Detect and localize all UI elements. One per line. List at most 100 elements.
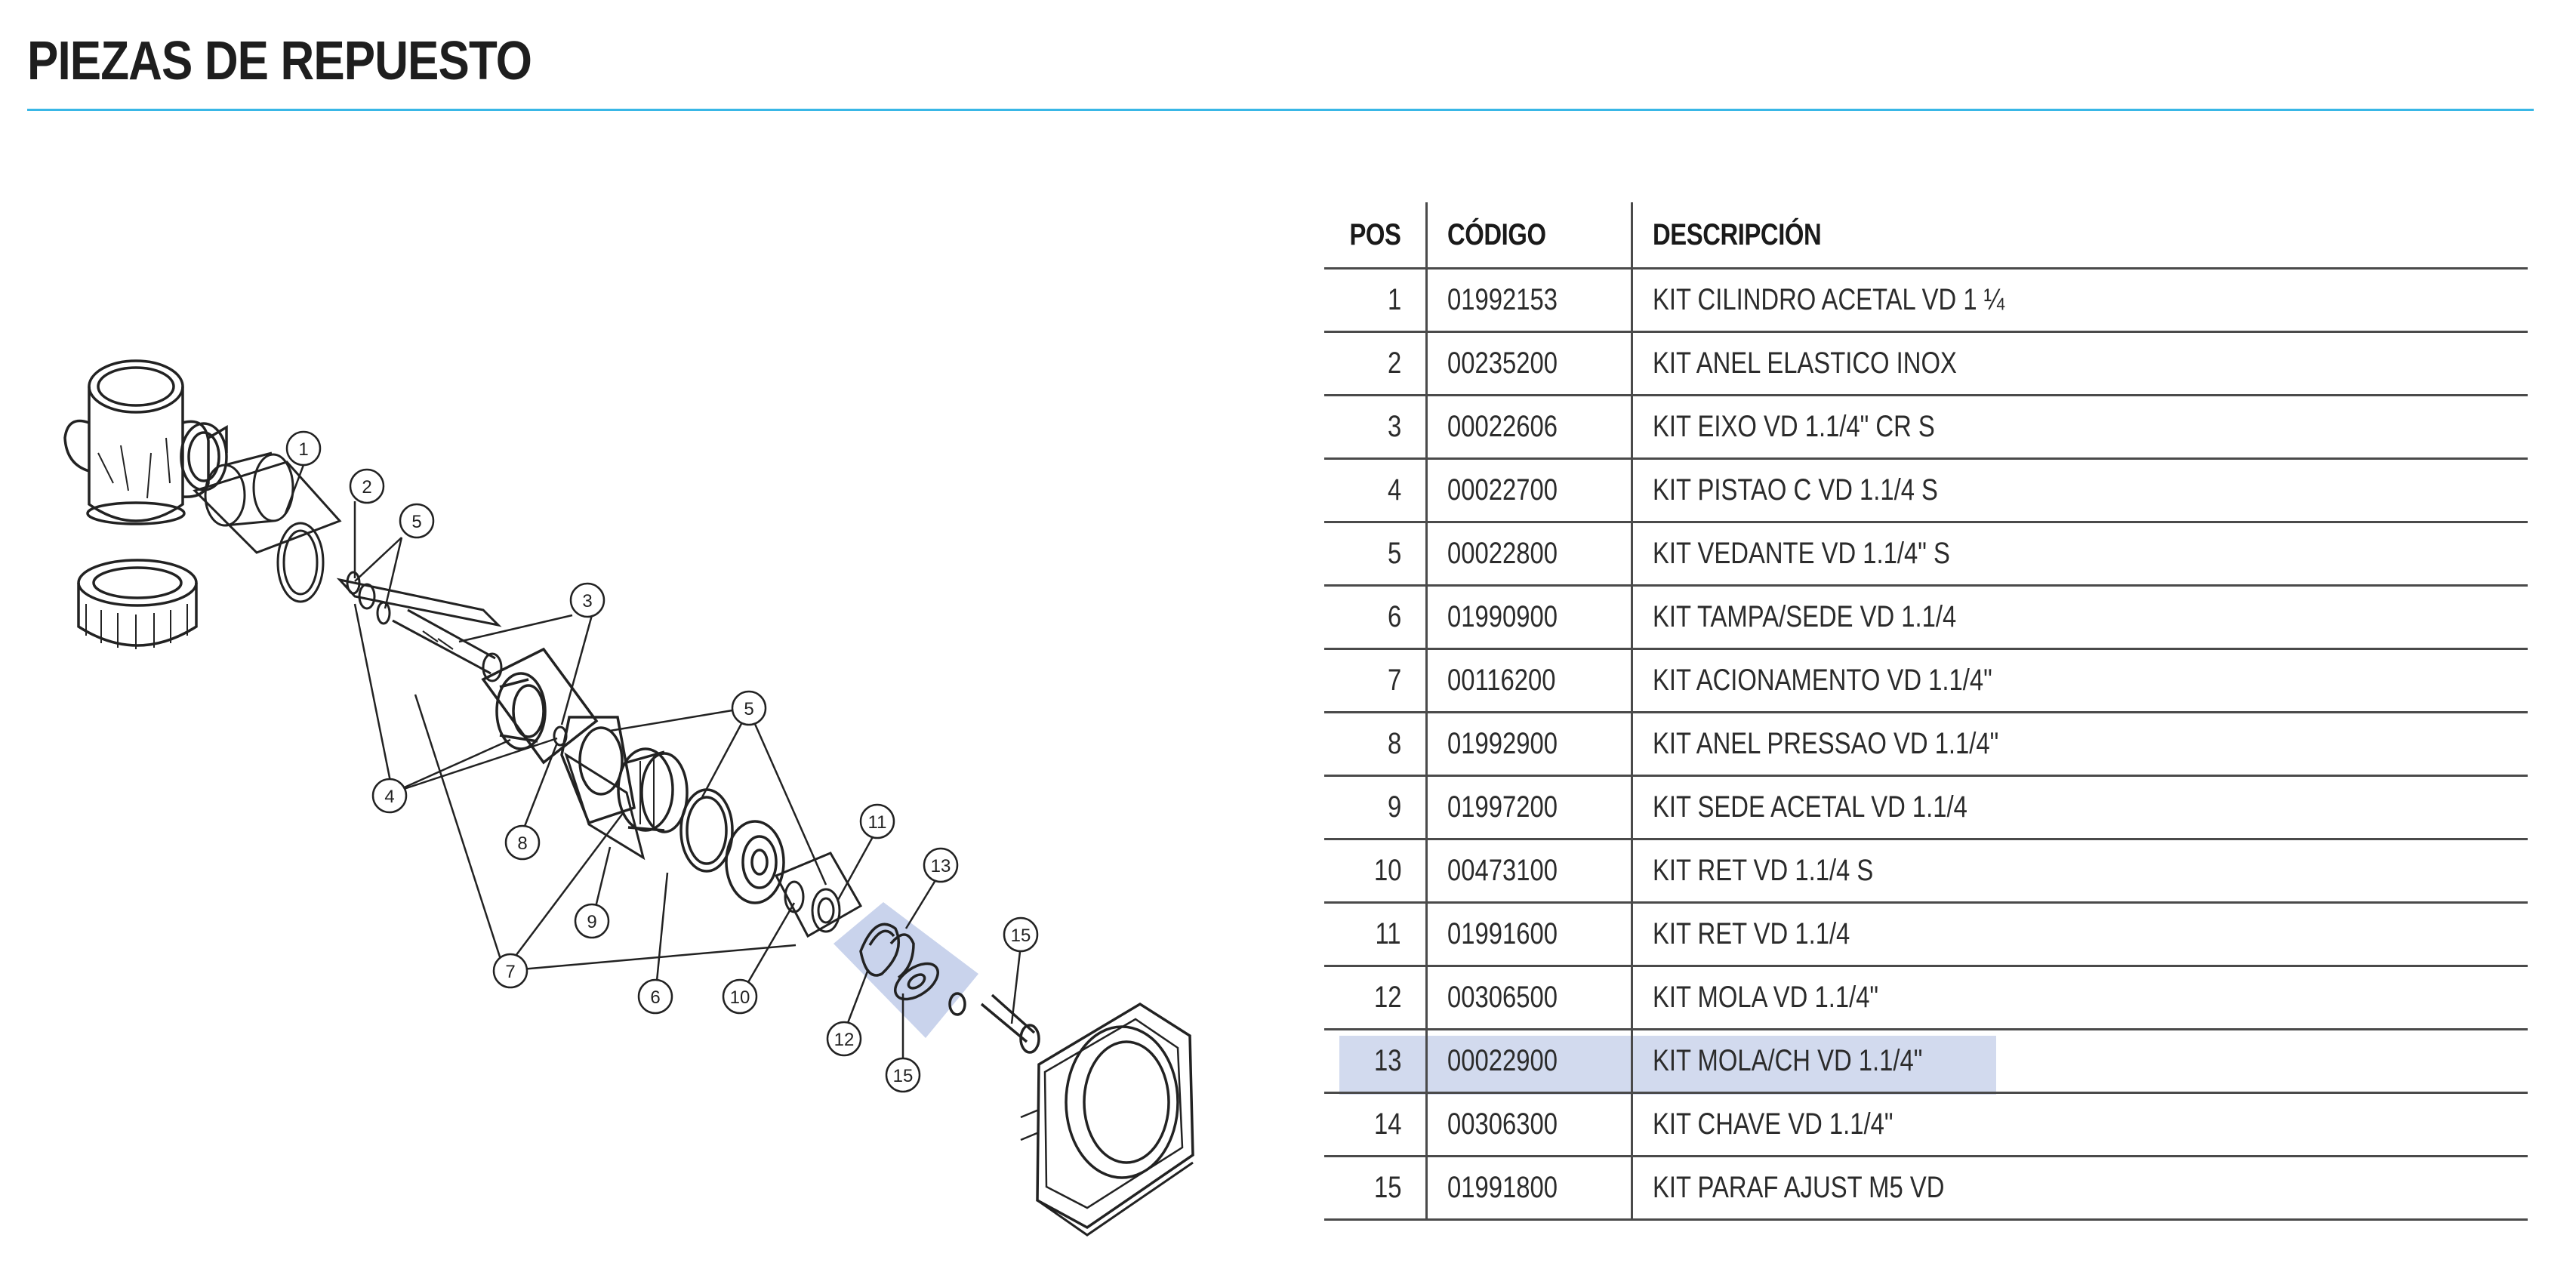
part-5-seals [560,716,734,873]
cell-description: KIT SEDE ACETAL VD 1.1/4 [1632,775,2528,840]
cell-description: KIT CHAVE VD 1.1/4" [1632,1092,2528,1157]
callout-2: 2 [362,477,371,497]
cell-code: 00116200 [1426,648,1633,713]
cell-pos: 5 [1324,522,1428,587]
callout-circles [285,430,1039,1093]
cell-code: 00022700 [1426,458,1633,523]
cell-code: 01991800 [1426,1156,1633,1221]
cell-description: KIT PARAF AJUST M5 VD [1632,1156,2528,1221]
callout-13: 13 [931,856,951,876]
cell-pos: 10 [1324,839,1428,904]
cell-pos: 7 [1324,648,1428,713]
cell-code: 00306300 [1426,1092,1633,1157]
part-6-9-bracket [564,752,646,861]
cell-description: KIT MOLA/CH VD 1.1/4" [1632,1029,2528,1094]
callout-8: 8 [517,833,527,854]
cell-pos: 15 [1324,1156,1428,1221]
cell-pos: 1 [1324,268,1428,333]
cell-pos: 13 [1324,1029,1428,1094]
cell-code: 01992900 [1426,712,1633,777]
callout-15-lower: 15 [893,1066,914,1086]
cell-description: KIT EIXO VD 1.1/4" CR S [1632,395,2528,460]
cell-pos: 8 [1324,712,1428,777]
cell-pos: 11 [1324,902,1428,967]
cell-code: 00306500 [1426,966,1633,1030]
callout-5-lower: 5 [744,699,753,719]
cell-code: 00022606 [1426,395,1633,460]
cell-pos: 12 [1324,966,1428,1030]
callout-1: 1 [298,439,308,460]
cell-description: KIT ANEL PRESSAO VD 1.1/4" [1632,712,2528,777]
cell-code: 00235200 [1426,331,1633,396]
column-header-code: CÓDIGO [1426,202,1633,270]
cell-code: 00022900 [1426,1029,1633,1094]
part-15-screw [948,992,1040,1054]
cell-description: KIT TAMPA/SEDE VD 1.1/4 [1632,585,2528,650]
cell-description: KIT ANEL ELASTICO INOX [1632,331,2528,396]
callout-5-upper: 5 [411,512,421,532]
part-2-5-rings [346,571,391,625]
column-header-pos: POS [1324,202,1428,270]
cell-description: KIT CILINDRO ACETAL VD 1 ¼ [1632,268,2528,333]
title-divider [27,109,2534,111]
part-12-13-spring-key [859,923,939,1001]
part-4-piston [481,647,599,765]
valve-body [63,359,228,525]
cell-code: 01990900 [1426,585,1633,650]
callout-10: 10 [730,987,750,1008]
callout-12: 12 [834,1030,855,1050]
part-3-shaft [336,578,503,682]
callout-labels: 1 2 5 3 5 4 8 9 6 7 10 11 13 12 15 15 [298,439,1031,1086]
cell-pos: 4 [1324,458,1428,523]
cell-pos: 14 [1324,1092,1428,1157]
callout-7: 7 [505,962,515,982]
cell-description: KIT ACIONAMENTO VD 1.1/4" [1632,648,2528,713]
cell-code: 01991600 [1426,902,1633,967]
callout-15-upper: 15 [1011,926,1031,946]
part-9-seat [725,820,785,904]
cell-description: KIT RET VD 1.1/4 [1632,902,2528,967]
column-header-description: DESCRIPCIÓN [1632,202,2528,270]
part-10-11-retainer [774,852,863,938]
callout-3: 3 [582,591,592,611]
callout-6: 6 [650,987,660,1008]
cell-pos: 3 [1324,395,1428,460]
cell-description: KIT MOLA VD 1.1/4" [1632,966,2528,1030]
part-1-cylinder [193,451,342,603]
cell-description: KIT VEDANTE VD 1.1/4" S [1632,522,2528,587]
callout-4: 4 [384,787,394,807]
exploded-view-diagram: 1 2 5 3 5 4 8 9 6 7 10 11 13 12 15 15 [63,359,1194,1237]
cell-description: KIT PISTAO C VD 1.1/4 S [1632,458,2528,523]
leader-lines [284,464,1022,1075]
cell-pos: 6 [1324,585,1428,650]
callout-11: 11 [868,812,887,833]
cell-description: KIT RET VD 1.1/4 S [1632,839,2528,904]
cell-code: 01992153 [1426,268,1633,333]
table-header-row: POS CÓDIGO DESCRIPCIÓN [1324,202,2528,270]
cell-pos: 9 [1324,775,1428,840]
cell-code: 00473100 [1426,839,1633,904]
cell-code: 00022800 [1426,522,1633,587]
callout-9: 9 [587,912,596,932]
cell-pos: 2 [1324,331,1428,396]
union-nut [77,559,198,649]
page-title: PIEZAS DE REPUESTO [27,31,532,91]
cell-code: 01997200 [1426,775,1633,840]
